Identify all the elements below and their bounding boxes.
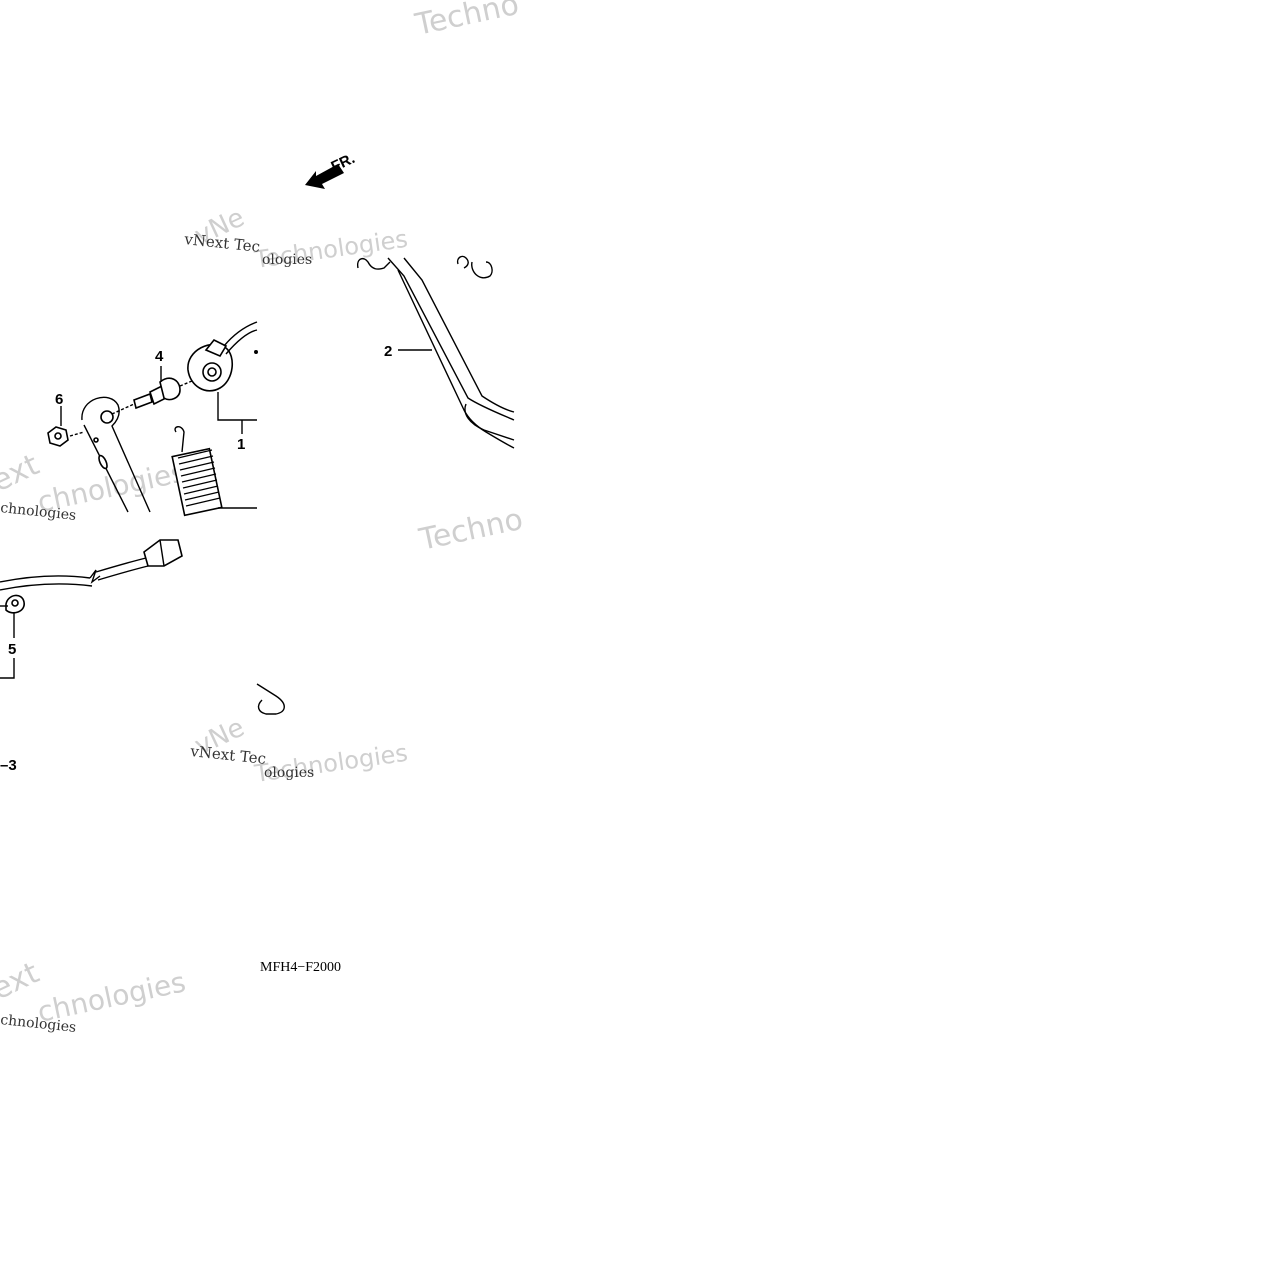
harness-wire-end-lower [97,565,149,581]
watermark-chnologies-mid: chnologies [0,500,77,524]
pivot-hole-icon [100,410,114,424]
switch-wire-lower [225,329,258,355]
assembly-line-4b [179,380,193,387]
spring-hook-small-icon [456,255,469,269]
switch-core-icon [207,367,217,377]
slot-hole-icon [98,454,108,470]
small-hole-icon [93,437,99,443]
spring-body-icon [171,447,223,517]
connector-divider [159,539,165,567]
spring-hook-icon [174,426,185,453]
leader-5-bracket [0,658,15,679]
stand-top-curl [356,257,391,270]
callout-labels: 1 2 –3 4 5 6 [0,343,392,774]
stand-pad-fragment [256,683,285,715]
watermark-logies-bottom: ologies [264,765,314,781]
spring-coils-icon [177,449,221,507]
bolt-5-hole-icon [11,599,19,607]
assembly-line-6 [69,431,85,437]
bolt-thread-icon [133,392,153,410]
drawing-code: MFH4−F2000 [260,960,341,975]
callout-5: 5 [8,641,16,658]
watermark-group: Techno Techno vNe vNe Technologies Techn… [0,0,526,1036]
harness-wire-upper [0,575,91,583]
callout-3: –3 [0,757,17,774]
lower-left-assembly [0,539,285,715]
watermark-vnext-text-top: vNext Tec [183,230,261,256]
stand-foot [464,403,515,441]
upper-left-assembly [47,321,258,517]
front-direction-arrow: FR. [305,150,358,189]
switch-clip-icon [204,338,228,358]
callout-2: 2 [384,343,392,360]
spring-hook-right-icon [471,261,493,279]
stand-bracket-outline [81,396,151,513]
watermark-techno-top: Techno [411,0,522,43]
switch-wire-upper [223,321,258,347]
watermark-chnologies-bottom: chnologies [0,1012,77,1036]
harness-break-icon [89,569,101,584]
stand-leg-outer [387,257,515,421]
harness-wire-lower [0,583,93,591]
switch-tab-icon [254,350,258,354]
upper-right-assembly [356,255,515,449]
stand-leg-inner [403,257,515,413]
callout-6: 6 [55,391,63,408]
callout-1: 1 [237,436,245,453]
callout-4: 4 [155,348,164,365]
front-label: FR. [329,150,358,176]
arrow-left-icon [305,164,344,189]
harness-wire-end-upper [95,557,147,573]
nut-hole-icon [54,432,62,440]
watermark-vnext-text-bottom: vNext Tec [189,742,267,768]
bolt-head-icon [159,377,181,401]
leader-1-bracket [217,392,257,421]
watermark-logies-top: ologies [262,252,312,268]
watermark-techno-mid: Techno [415,502,526,558]
assembly-line-4a [111,403,135,415]
